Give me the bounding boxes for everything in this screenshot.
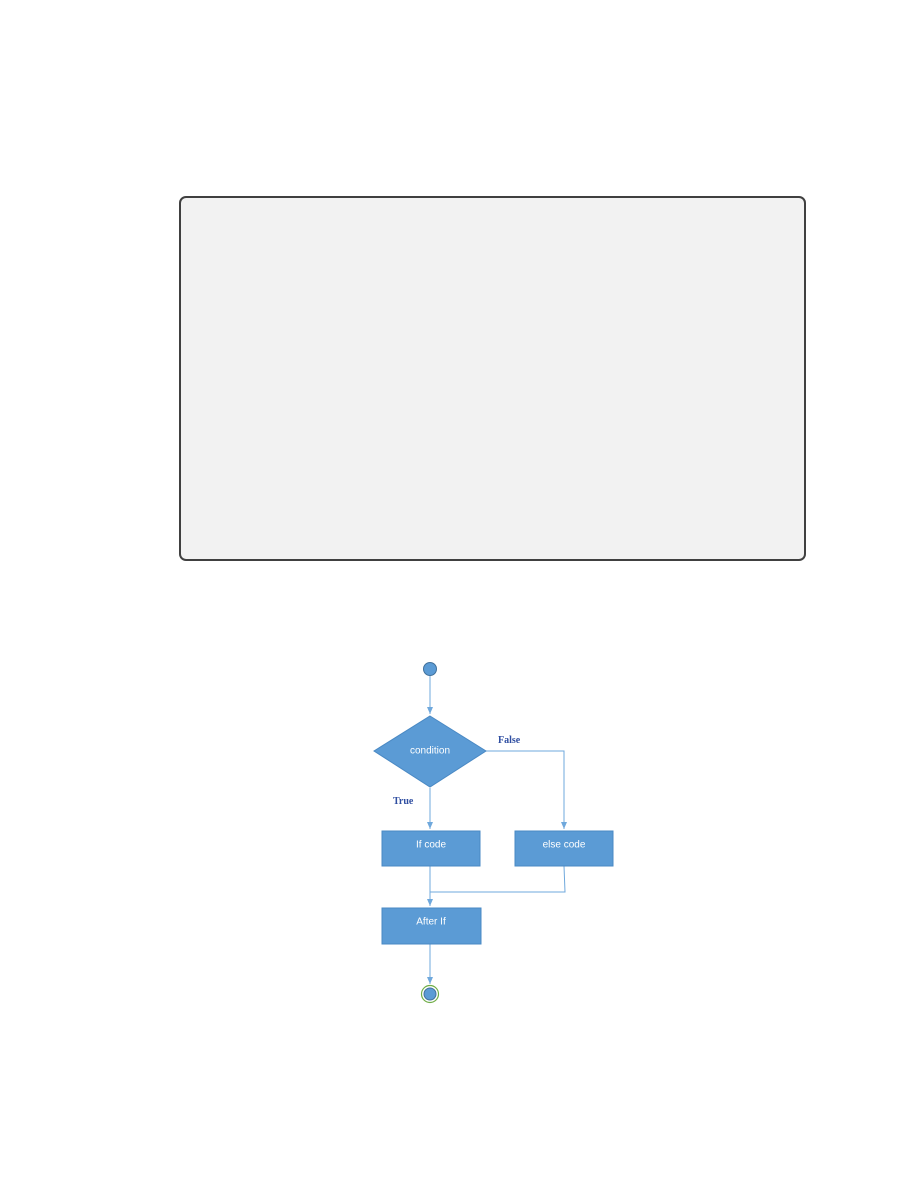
edge-elsecode-merge [430,865,566,893]
end-node [423,987,437,1001]
start-node [423,662,437,676]
edge-condition-false [486,750,567,829]
code-panel [179,196,806,561]
if-code-box [381,830,481,867]
condition-label: condition [410,746,450,757]
after-if-box [381,907,482,945]
else-code-box [514,830,614,867]
after-if-label: After If [416,917,446,928]
false-branch-label: False [498,735,521,746]
if-code-label: If code [416,840,446,851]
else-code-label: else code [543,840,586,851]
condition-decision [373,715,487,788]
true-branch-label: True [393,796,414,807]
